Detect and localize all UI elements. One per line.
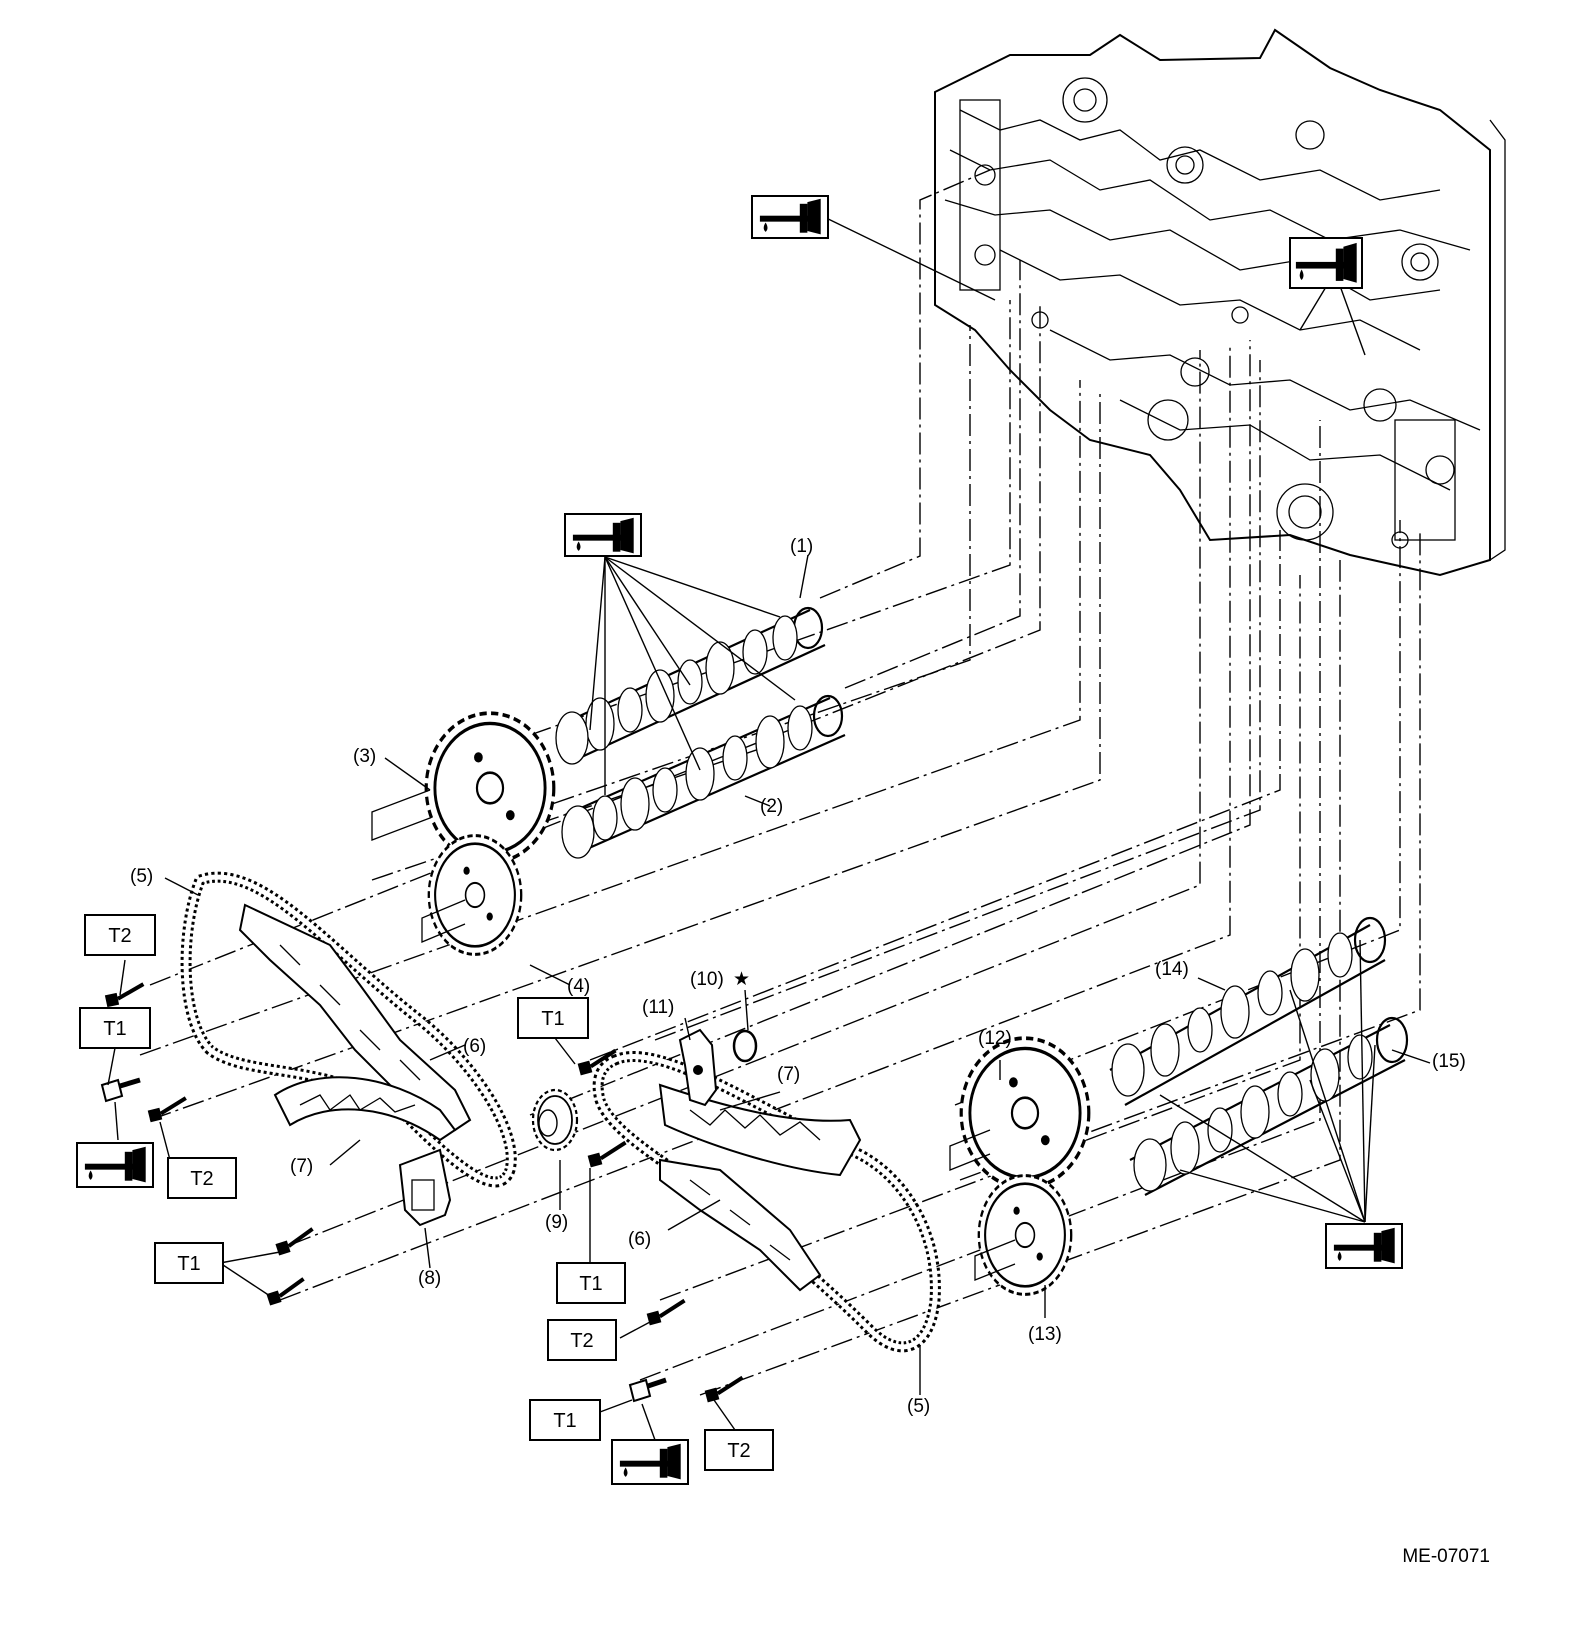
camshaft-lower-left <box>561 694 846 859</box>
sprocket-bolt-right <box>628 1377 667 1403</box>
svg-text:T1: T1 <box>579 1273 602 1295</box>
engine-oil-icon <box>1325 1223 1403 1269</box>
chain-guide-6-right <box>659 1158 822 1292</box>
callout-9: (9) <box>545 1212 568 1233</box>
torque-box-t1: T1 <box>556 1262 626 1304</box>
callout-3: (3) <box>353 746 376 767</box>
svg-text:T2: T2 <box>727 1440 750 1462</box>
torque-box-t1: T1 <box>154 1242 224 1284</box>
engine-oil-icon <box>1289 237 1363 289</box>
callout-5: (5) <box>130 866 153 887</box>
engine-oil-icon <box>751 195 829 239</box>
torque-box-t1: T1 <box>529 1399 601 1441</box>
callout-2: (2) <box>760 796 783 817</box>
chain-guide-7-left <box>273 1076 457 1142</box>
timing-chain-left <box>180 871 517 1188</box>
cam-sprocket-3 <box>371 711 556 865</box>
chain-tensioner-8 <box>398 1148 452 1227</box>
engine-oil-icon <box>564 513 642 557</box>
camshaft-lower-right <box>1129 1016 1409 1196</box>
svg-text:T2: T2 <box>108 925 131 947</box>
cam-sprocket-12 <box>949 1036 1091 1190</box>
callout-13: (13) <box>1028 1324 1062 1345</box>
svg-text:T2: T2 <box>570 1330 593 1352</box>
leader-lines <box>107 214 1431 1441</box>
timing-chain-right <box>592 1050 941 1353</box>
callout-8: (8) <box>418 1268 441 1289</box>
callout-14: (14) <box>1155 959 1189 980</box>
camshaft-upper-right <box>1109 916 1387 1106</box>
callout-6: (6) <box>463 1036 486 1057</box>
torque-box-t2: T2 <box>84 914 156 956</box>
svg-text:T1: T1 <box>103 1018 126 1040</box>
callout-12: (12) <box>978 1028 1012 1049</box>
torque-box-t2: T2 <box>167 1157 237 1199</box>
callout-15: (15) <box>1432 1051 1466 1072</box>
svg-text:T1: T1 <box>553 1410 576 1432</box>
bolts <box>100 982 749 1405</box>
torque-box-t1: T1 <box>517 997 589 1039</box>
cam-sprocket-4 <box>421 834 523 956</box>
callout-4: (4) <box>567 976 590 997</box>
engine-oil-icon <box>611 1439 689 1485</box>
callout-6: (6) <box>628 1229 651 1250</box>
chain-guide-7-right <box>658 1083 862 1177</box>
torque-box-t2: T2 <box>704 1429 774 1471</box>
cam-sprocket-13 <box>974 1174 1073 1296</box>
callout-7: (7) <box>777 1064 800 1085</box>
svg-text:T1: T1 <box>541 1008 564 1030</box>
torque-box-t1: T1 <box>79 1007 151 1049</box>
star-marker: ★ <box>733 969 750 990</box>
figure-id: ME-07071 <box>1402 1546 1490 1567</box>
idler-sprocket-9 <box>531 1088 579 1152</box>
callout-5: (5) <box>907 1396 930 1417</box>
sprocket-bolt-left <box>100 1077 141 1103</box>
part-callouts: (1) (2) (3) (4) (5) (5) (6) (6) (7) (7) … <box>130 536 1466 1417</box>
camshaft-upper-left <box>555 606 826 765</box>
callout-11: (11) <box>642 997 674 1018</box>
svg-text:T1: T1 <box>177 1253 200 1275</box>
callout-10: (10) ★ <box>690 969 750 990</box>
o-ring-10 <box>732 1029 758 1063</box>
chain-tensioner-lever-11 <box>678 1028 718 1107</box>
callout-1: (1) <box>790 536 813 557</box>
svg-text:T2: T2 <box>190 1168 213 1190</box>
engine-oil-icon <box>76 1142 154 1188</box>
torque-box-t2: T2 <box>547 1319 617 1361</box>
svg-text:(10): (10) <box>690 969 724 990</box>
callout-7: (7) <box>290 1156 313 1177</box>
